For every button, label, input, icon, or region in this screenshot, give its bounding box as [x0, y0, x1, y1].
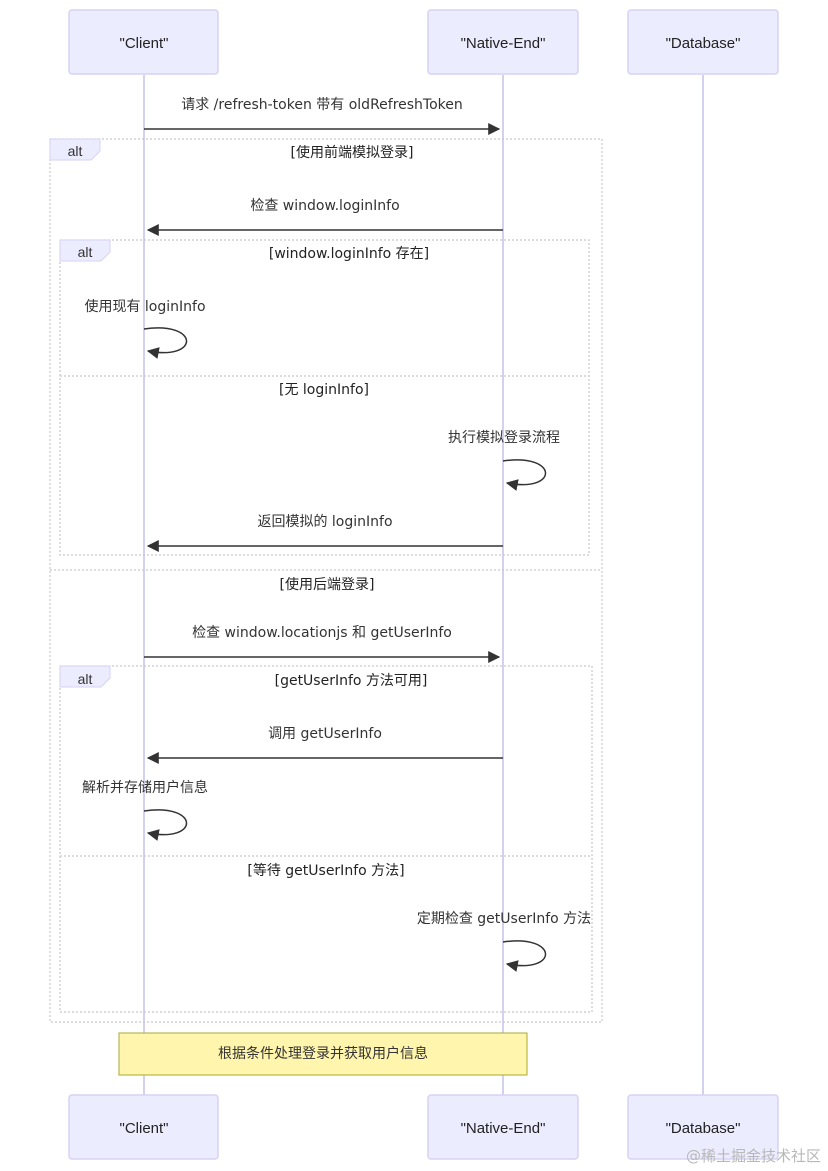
- message-check-locationjs: 检查 window.locationjs 和 getUserInfo: [144, 625, 501, 663]
- inner-alt-frame-1: alt [window.loginInfo 存在] [无 loginInfo]: [59, 239, 590, 556]
- message-label: 定期检查 getUserInfo 方法: [417, 911, 591, 927]
- message-check-logininfo: 检查 window.loginInfo: [146, 198, 503, 236]
- inner-2-condition-1: [getUserInfo 方法可用]: [275, 673, 428, 689]
- message-label: 请求 /refresh-token 带有 oldRefreshToken: [181, 97, 463, 113]
- actor-database-bottom: "Database": [627, 1094, 779, 1160]
- outer-alt-tab: [49, 138, 101, 161]
- self-message-poll-getuserinfo: 定期检查 getUserInfo 方法: [417, 911, 591, 972]
- inner-alt-frame-2: alt [getUserInfo 方法可用] [等待 getUserInfo 方…: [59, 665, 593, 1013]
- self-loop-arrow: [143, 327, 188, 359]
- inner-alt-2-label: alt: [78, 671, 93, 687]
- inner-alt-1-label: alt: [78, 244, 93, 260]
- outer-alt-label: alt: [68, 143, 83, 159]
- inner-alt-2-tab: [59, 665, 111, 688]
- inner-1-condition-2: [无 loginInfo]: [279, 382, 369, 398]
- self-loop-arrow: [143, 809, 188, 841]
- inner-1-condition-1: [window.loginInfo 存在]: [269, 246, 429, 262]
- actor-label: "Client": [120, 35, 169, 52]
- note-box: [118, 1032, 528, 1076]
- actor-label: "Native-End": [461, 35, 546, 52]
- message-label: 解析并存储用户信息: [82, 779, 208, 796]
- actor-database-top: "Database": [627, 9, 779, 75]
- message-return-mock-logininfo: 返回模拟的 loginInfo: [146, 514, 503, 552]
- actor-label: "Database": [666, 1120, 741, 1137]
- note-text: 根据条件处理登录并获取用户信息: [218, 1045, 428, 1062]
- message-label: 调用 getUserInfo: [268, 726, 382, 742]
- inner-2-condition-2: [等待 getUserInfo 方法]: [247, 862, 404, 879]
- actor-native-end-bottom: "Native-End": [427, 1094, 579, 1160]
- watermark: @稀土掘金技术社区: [686, 1147, 821, 1165]
- actor-native-end-top: "Native-End": [427, 9, 579, 75]
- actor-client-top: "Client": [68, 9, 219, 75]
- actor-label: "Native-End": [461, 1120, 546, 1137]
- inner-alt-1-tab: [59, 239, 111, 262]
- outer-condition-1: [使用前端模拟登录]: [291, 144, 414, 161]
- actor-label: "Database": [666, 35, 741, 52]
- message-label: 返回模拟的 loginInfo: [257, 514, 392, 530]
- message-call-getuserinfo: 调用 getUserInfo: [146, 726, 503, 764]
- message-label: 检查 window.loginInfo: [250, 198, 399, 214]
- self-message-run-mock-login: 执行模拟登录流程: [448, 430, 560, 491]
- message-label: 使用现有 loginInfo: [84, 298, 205, 315]
- actor-client-bottom: "Client": [68, 1094, 219, 1160]
- outer-alt-frame: alt [使用前端模拟登录] [使用后端登录]: [49, 138, 603, 1023]
- outer-condition-2: [使用后端登录]: [280, 576, 375, 593]
- message-request-refresh-token: 请求 /refresh-token 带有 oldRefreshToken: [144, 97, 501, 135]
- self-message-parse-store-userinfo: 解析并存储用户信息: [82, 779, 208, 841]
- self-message-use-existing-logininfo: 使用现有 loginInfo: [84, 298, 206, 359]
- message-label: 执行模拟登录流程: [448, 430, 560, 446]
- note: 根据条件处理登录并获取用户信息: [118, 1032, 528, 1076]
- self-loop-arrow: [502, 940, 547, 972]
- actor-label: "Client": [120, 1120, 169, 1137]
- self-loop-arrow: [502, 459, 547, 491]
- message-label: 检查 window.locationjs 和 getUserInfo: [192, 625, 452, 641]
